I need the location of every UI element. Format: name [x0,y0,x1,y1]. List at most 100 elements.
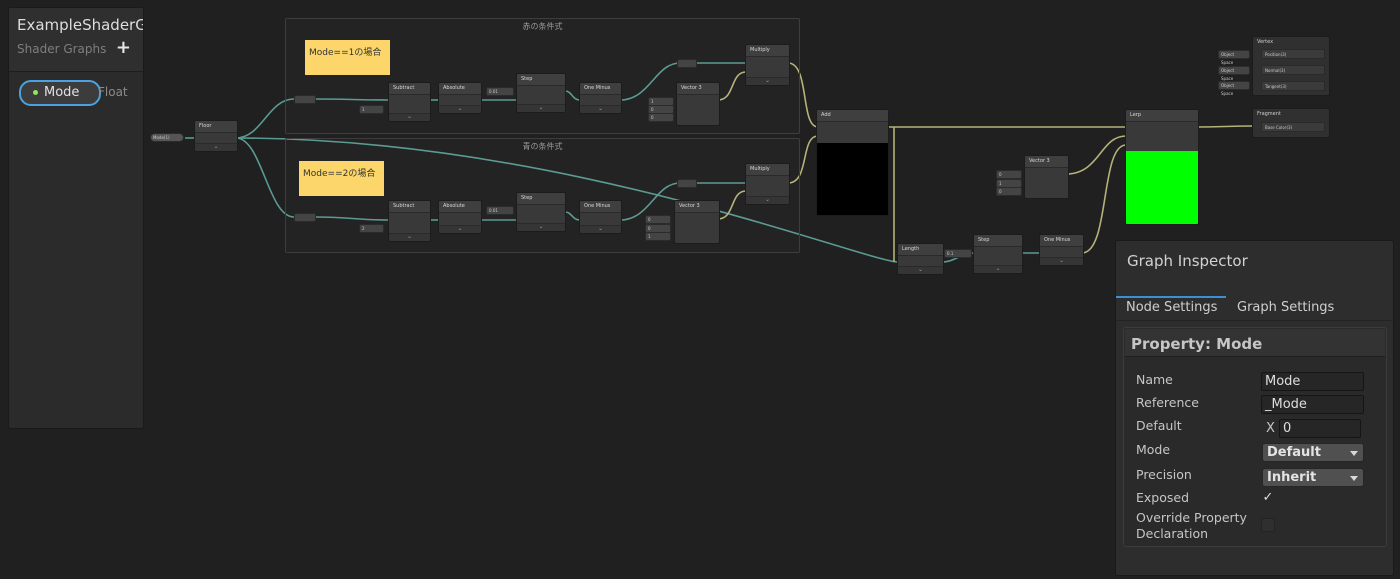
expand-chevron-icon[interactable]: ⌄ [898,266,943,274]
port-value-field[interactable]: 0.1 [944,249,972,258]
expand-chevron-icon[interactable]: ⌄ [974,265,1022,273]
override-declaration-label: Override Property Declaration [1136,510,1247,542]
multiply-node[interactable]: Multiply ⌄ [745,44,790,86]
one-minus-node[interactable]: One Minus ⌄ [579,200,622,234]
step-node[interactable]: Step ⌄ [516,73,566,113]
group-title: 赤の条件式 [522,22,563,31]
vector-z-field[interactable]: 0 [648,113,674,122]
one-minus-node[interactable]: One Minus ⌄ [1039,234,1084,266]
node-preview [817,143,888,215]
graph-title: ExampleShaderGraph [17,16,143,34]
length-node[interactable]: Length ⌄ [897,243,944,275]
edge [315,216,390,221]
graph-inspector[interactable]: Graph Inspector Node Settings Graph Sett… [1115,240,1394,576]
vertex-tangent-block[interactable]: Tangent(3) [1261,81,1325,91]
vector3-node[interactable]: Vector 3 [674,200,720,244]
lerp-node[interactable]: Lerp [1125,109,1199,225]
edge [619,62,681,101]
space-dropdown[interactable]: Object Space [1218,81,1250,96]
space-dropdown[interactable]: Object Space [1218,50,1250,65]
subtract-node[interactable]: Subtract ⌄ [388,200,431,242]
blackboard-header: ExampleShaderGraph Shader Graphs + [9,8,143,72]
reroute-node[interactable] [294,213,316,222]
edge [564,211,581,221]
add-node[interactable]: Add [816,109,889,216]
mode-property-node[interactable]: Mode(1) [150,133,184,142]
precision-dropdown[interactable]: Inherit [1262,468,1364,487]
mode-dropdown-value: Default [1267,445,1321,460]
step-node[interactable]: Step ⌄ [516,192,566,232]
mode-dropdown[interactable]: Default [1262,443,1364,462]
edge [619,182,681,221]
reroute-node[interactable] [677,179,697,188]
space-dropdown[interactable]: Object Space [1218,66,1250,81]
vector-z-field[interactable]: 1 [645,232,671,241]
property-mode-pill[interactable]: Mode [19,80,101,106]
reroute-node[interactable] [677,59,697,68]
vector3-node[interactable]: Vector 3 [1024,155,1069,199]
group-red-condition[interactable]: 赤の条件式 [285,18,800,134]
override-label-line2: Declaration [1136,526,1209,541]
expand-chevron-icon[interactable]: ⌄ [439,105,481,113]
property-type: Float [98,85,128,99]
absolute-node[interactable]: Absolute ⌄ [438,200,482,234]
vector-z-field[interactable]: 0 [996,187,1022,196]
sticky-note[interactable]: Mode==2の場合 [299,161,384,196]
node-title: Add [817,110,888,122]
plus-icon[interactable]: + [115,37,131,58]
blackboard-panel[interactable]: ExampleShaderGraph Shader Graphs + Mode … [8,7,144,429]
reroute-node[interactable] [294,95,316,104]
step-node[interactable]: Step ⌄ [973,234,1023,274]
default-value-field[interactable]: 0 [1279,419,1361,438]
mode-label: Mode [1136,442,1171,457]
expand-chevron-icon[interactable]: ⌄ [746,196,789,204]
expand-chevron-icon[interactable]: ⌄ [580,105,621,113]
inspector-tabs: Node Settings Graph Settings [1116,296,1393,321]
expand-chevron-icon[interactable]: ⌄ [389,233,430,241]
dropdown-arrow-icon [1350,476,1358,481]
group-blue-condition[interactable]: 青の条件式 [285,138,800,253]
exposed-checkbox[interactable]: ✓ [1262,490,1274,505]
expand-chevron-icon[interactable]: ⌄ [1040,257,1083,265]
edge [717,190,747,220]
subtract-node[interactable]: Subtract ⌄ [388,82,431,122]
override-declaration-checkbox[interactable] [1261,518,1275,532]
expand-chevron-icon[interactable]: ⌄ [517,223,565,231]
edge [1195,125,1255,128]
inspector-title: Graph Inspector [1127,252,1248,270]
vector-x-field[interactable]: 0 [645,215,671,224]
node-title: Multiply [746,164,789,176]
vertex-position-block[interactable]: Position(3) [1261,49,1325,59]
node-title: Step [517,193,565,205]
expand-chevron-icon[interactable]: ⌄ [517,104,565,112]
port-value-field[interactable]: 0.01 [486,206,514,215]
port-value-field[interactable]: 1 [359,105,384,114]
tab-node-settings[interactable]: Node Settings [1126,300,1218,315]
vertex-context[interactable]: Vertex Position(3) Normal(3) Tangent(3) [1252,36,1330,96]
sticky-note[interactable]: Mode==1の場合 [305,40,390,75]
floor-node[interactable]: Floor ⌄ [194,120,238,152]
expand-chevron-icon[interactable]: ⌄ [580,225,621,233]
one-minus-node[interactable]: One Minus ⌄ [579,82,622,114]
vector3-node[interactable]: Vector 3 [676,82,720,126]
name-field[interactable]: Mode [1261,372,1364,391]
vertex-normal-block[interactable]: Normal(3) [1261,65,1325,75]
absolute-node[interactable]: Absolute ⌄ [438,82,482,114]
node-title: Floor [195,121,237,133]
fragment-base-color-block[interactable]: Base Color(3) [1261,122,1325,132]
multiply-node[interactable]: Multiply ⌄ [745,163,790,205]
fragment-context[interactable]: Fragment Base Color(3) [1252,108,1330,138]
node-title: Vector 3 [675,201,719,213]
expand-chevron-icon[interactable]: ⌄ [389,113,430,121]
port-value-field[interactable]: 2 [359,224,384,233]
reference-field[interactable]: _Mode [1261,395,1364,414]
tab-graph-settings[interactable]: Graph Settings [1237,300,1335,315]
graph-subtitle: Shader Graphs [17,42,107,56]
expand-chevron-icon[interactable]: ⌄ [195,143,237,151]
node-title: Step [974,235,1022,247]
expand-chevron-icon[interactable]: ⌄ [439,225,481,233]
vector-x-field[interactable]: 0 [996,170,1022,179]
port-value-field[interactable]: 0.01 [486,87,514,96]
expand-chevron-icon[interactable]: ⌄ [746,77,789,85]
